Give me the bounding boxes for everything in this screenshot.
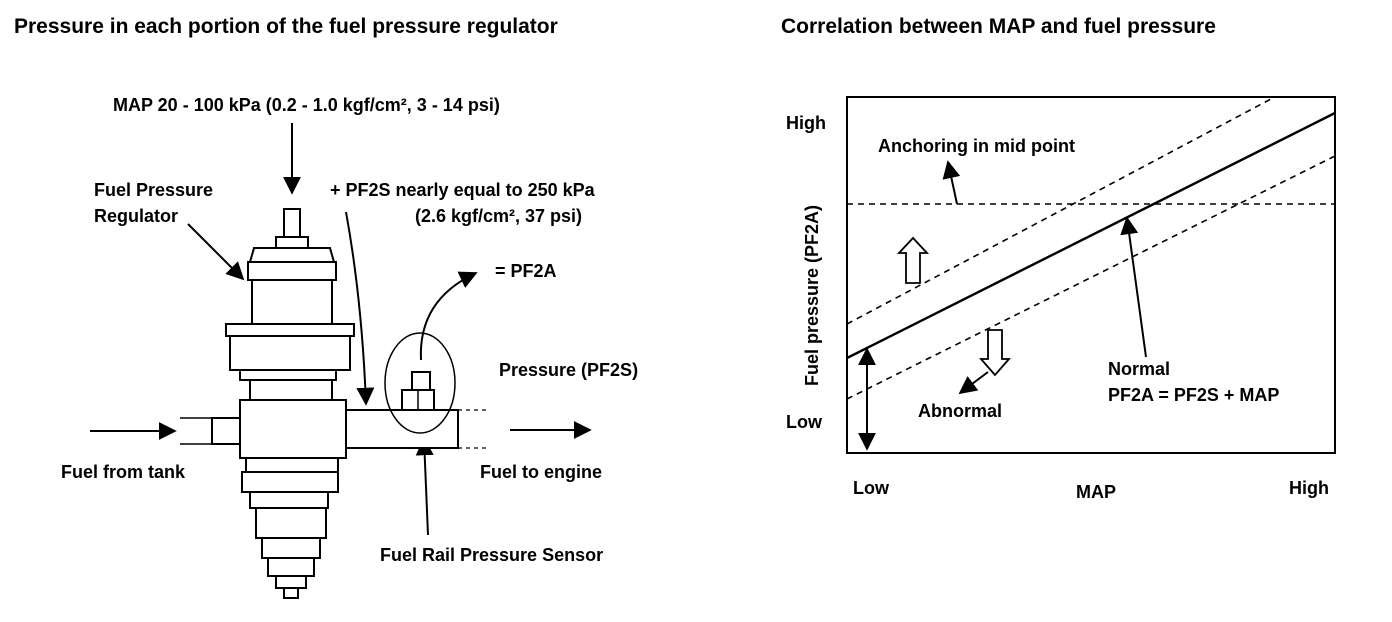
right-title: Correlation between MAP and fuel pressur… <box>781 15 1216 38</box>
chart-frame <box>846 96 1336 454</box>
lower-limit-line <box>846 155 1336 400</box>
fuel-pressure-regulator-drawing <box>180 208 490 599</box>
abnormal-pointer-arrow <box>958 371 989 395</box>
pf2s-label-line1: + PF2S nearly equal to 250 kPa <box>330 180 596 200</box>
normal-label: Normal <box>1108 359 1170 379</box>
regulator-arrow <box>187 223 245 281</box>
x-high-label: High <box>1289 478 1329 498</box>
anchoring-label: Anchoring in mid point <box>878 136 1075 156</box>
pf2a-curved-arrow <box>419 271 478 361</box>
fuel-to-engine-label: Fuel to engine <box>480 462 602 482</box>
x-low-label: Low <box>853 478 890 498</box>
left-title: Pressure in each portion of the fuel pre… <box>14 15 558 38</box>
y-axis-label: Fuel pressure (PF2A) <box>802 205 822 386</box>
fuel-from-tank-label: Fuel from tank <box>61 462 186 482</box>
correlation-chart <box>846 96 1336 454</box>
pf2s-label-line2: (2.6 kgf/cm², 37 psi) <box>415 206 582 226</box>
formula-label: PF2A = PF2S + MAP <box>1108 385 1279 405</box>
map-pressure-label: MAP 20 - 100 kPa (0.2 - 1.0 kgf/cm², 3 -… <box>113 95 500 115</box>
sensor-pointer-arrow <box>415 437 434 536</box>
normal-pointer-arrow <box>1120 216 1147 358</box>
anchoring-pointer-arrow <box>942 160 961 205</box>
normal-line <box>846 111 1336 360</box>
regulator-label-line2: Regulator <box>94 206 178 226</box>
regulator-label-line1: Fuel Pressure <box>94 180 213 200</box>
upper-limit-line <box>847 97 1277 325</box>
pressure-pf2s-label: Pressure (PF2S) <box>499 360 638 380</box>
up-hollow-arrow-icon <box>896 236 930 284</box>
pf2s-curved-arrow <box>345 211 375 406</box>
fuel-rail-sensor-label: Fuel Rail Pressure Sensor <box>380 545 603 565</box>
y-low-label: Low <box>786 412 823 432</box>
y-high-label: High <box>786 113 826 133</box>
down-hollow-arrow-icon <box>979 329 1011 377</box>
x-axis-label: MAP <box>1076 482 1116 502</box>
pf2a-label: = PF2A <box>495 261 557 281</box>
abnormal-label: Abnormal <box>918 401 1002 421</box>
